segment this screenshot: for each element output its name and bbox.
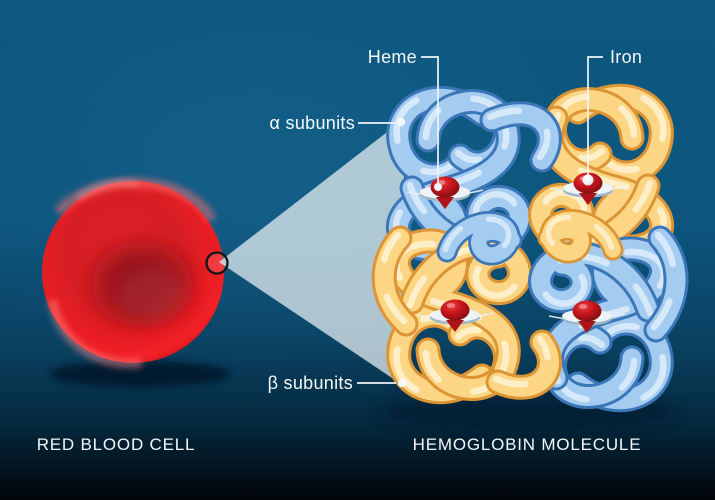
zoom-origin-circle (205, 251, 229, 275)
bridge-left (371, 225, 419, 337)
cell-inner-mound (119, 269, 185, 319)
iron-atom-ball (582, 174, 594, 186)
heme-label: Heme (368, 47, 417, 67)
center-twist-yellow (537, 209, 624, 264)
center-twist-blue (436, 211, 523, 266)
alpha-pointer-dot (396, 117, 406, 127)
cell-rim-streak (76, 179, 139, 201)
zoom-cone (219, 119, 404, 386)
hemoglobin-molecule (371, 93, 689, 429)
heme-pointer-line (421, 56, 439, 184)
iron-label: Iron (610, 47, 642, 67)
bridge-top (479, 101, 562, 173)
bridge-bottom (485, 329, 562, 400)
beta-subunits-label: β subunits (268, 373, 353, 393)
red-blood-cell-caption: RED BLOOD CELL (37, 435, 196, 454)
red-blood-cell (42, 177, 230, 387)
heme-pointer-dot (434, 183, 442, 191)
cell-shadow (50, 361, 230, 387)
beta-pointer-dot (397, 378, 407, 388)
molecule-shadow (380, 395, 676, 429)
iron-pointer-line (587, 56, 603, 176)
alpha-subunits-label: α subunits (270, 113, 355, 133)
cell-rim-highlight-bottom (47, 299, 143, 369)
cell-rim-highlight-top (54, 177, 217, 223)
hemoglobin-molecule-caption: HEMOGLOBIN MOLECULE (413, 435, 642, 454)
bridge-right (643, 225, 689, 343)
annotations: Heme Iron α subunits β subunits RED BLOO… (37, 47, 642, 454)
